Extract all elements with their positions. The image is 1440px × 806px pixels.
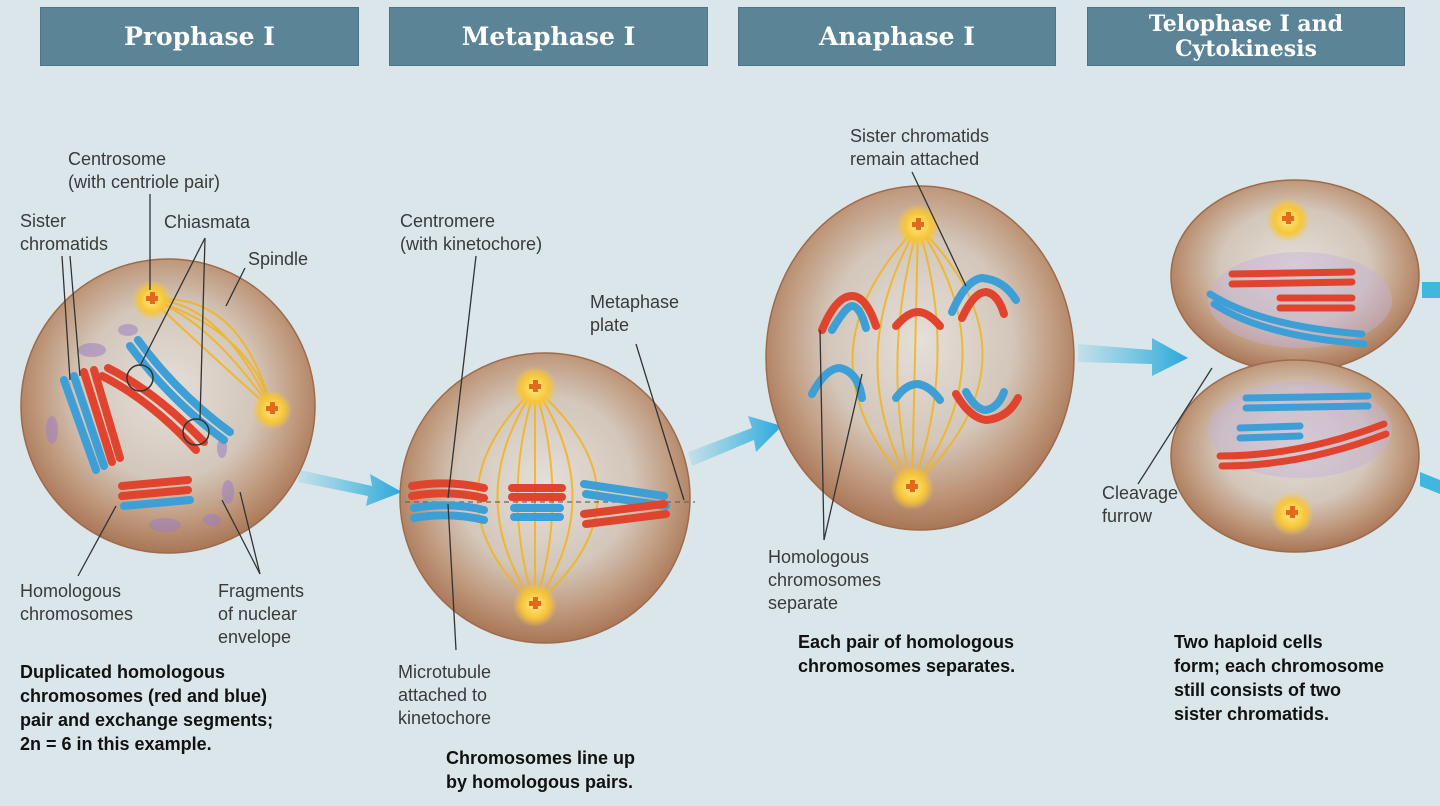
caption-prophase: Duplicated homologous chromosomes (red a… [20, 662, 274, 754]
centrosome-icon [252, 390, 292, 430]
arrow-telophase-out-bottom [1420, 472, 1440, 494]
caption-telophase: Two haploid cells form; each chromosome … [1174, 632, 1385, 724]
centrosome-icon [896, 204, 940, 248]
header-prophase-i: Prophase I [40, 7, 359, 66]
label-centromere: Centromere (with kinetochore) [400, 211, 543, 254]
chiasma-marker [182, 418, 210, 446]
label-chiasmata: Chiasmata [164, 212, 251, 232]
arrow-prophase-to-metaphase [298, 470, 402, 506]
arrow-metaphase-to-anaphase [688, 416, 782, 466]
telophase-cells [1170, 179, 1420, 553]
centrosome-icon [132, 280, 172, 320]
label-sister-chromatids-remain: Sister chromatids remain attached [850, 126, 990, 169]
label-fragments-nuclear-envelope: Fragments of nuclear envelope [218, 581, 305, 647]
caption-anaphase: Each pair of homologous chromosomes sepa… [798, 632, 1016, 676]
header-metaphase-i: Metaphase I [389, 7, 708, 66]
label-metaphase-plate: Metaphase plate [590, 292, 680, 335]
label-spindle: Spindle [248, 249, 309, 269]
label-homologous-chromosomes: Homologous chromosomes [20, 581, 134, 624]
label-sister-chromatids: Sister chromatids [20, 211, 109, 254]
header-telophase-i: Telophase I and Cytokinesis [1087, 7, 1405, 66]
caption-metaphase: Chromosomes line up by homologous pairs. [446, 748, 636, 792]
anaphase-chromosomes [808, 273, 1022, 425]
centrosome-icon [890, 466, 934, 510]
label-cleavage-furrow: Cleavage furrow [1102, 483, 1179, 526]
metaphase-cell [399, 352, 695, 644]
telophase-chromosomes [1206, 268, 1390, 470]
spindle-fibers [851, 225, 984, 489]
label-centrosome: Centrosome (with centriole pair) [68, 149, 221, 192]
leader-lines [61, 171, 1213, 651]
anaphase-cell [765, 185, 1075, 531]
centrosome-icon [513, 583, 557, 627]
arrow-anaphase-to-telophase [1078, 338, 1188, 376]
header-anaphase-i: Anaphase I [738, 7, 1056, 66]
label-microtubule: Microtubule attached to kinetochore [398, 662, 492, 728]
arrow-telophase-out-top [1422, 282, 1440, 298]
centrosome-icon [1266, 198, 1310, 242]
label-homologous-separate: Homologous chromosomes separate [768, 547, 882, 613]
nuclear-envelope-fragments [46, 324, 234, 532]
centrosome-icon [513, 366, 557, 410]
centrosome-icon [1270, 492, 1314, 536]
